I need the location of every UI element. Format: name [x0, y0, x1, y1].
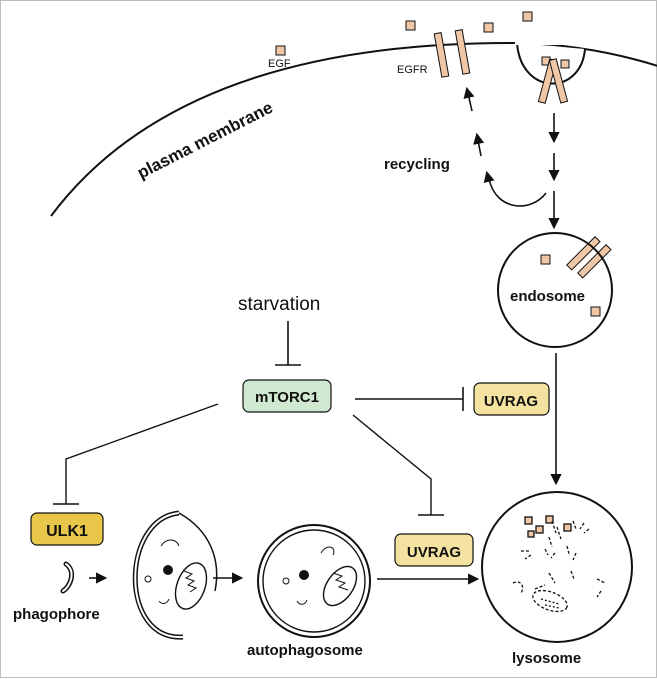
- ulk1-label: ULK1: [46, 523, 88, 540]
- recycling-curve: [488, 178, 547, 207]
- lysosome-label: lysosome: [512, 650, 581, 667]
- egfr-receptor: [433, 32, 450, 78]
- plasma-membrane-curve: [50, 41, 657, 217]
- recycling-arrowhead: [483, 170, 495, 184]
- mtorc1-label: mTORC1: [255, 389, 319, 406]
- egfr-receptor: [577, 244, 612, 279]
- egf-ligand: [483, 22, 494, 33]
- mitochondrion: [174, 562, 208, 610]
- uvrag-top-node: UVRAG: [473, 382, 550, 416]
- lysosome: [481, 491, 633, 643]
- egf-ligand: [560, 59, 570, 69]
- autophagosome: [257, 524, 371, 638]
- autophagosome-label: autophagosome: [247, 642, 363, 659]
- ulk1-node: ULK1: [30, 512, 104, 546]
- mtorc1-node: mTORC1: [242, 379, 332, 413]
- starvation-inhibition: [275, 321, 301, 366]
- endosome: [497, 232, 613, 348]
- recycling-arrow: [473, 132, 485, 157]
- egf-ligand: [522, 11, 533, 22]
- egf-ligand: [275, 45, 286, 56]
- egfr-receptor: [548, 58, 569, 104]
- uvrag-bottom-node: UVRAG: [394, 533, 474, 567]
- forming-autophagosome: [132, 510, 218, 640]
- egfr-label: EGFR: [397, 64, 428, 76]
- uvrag-bottom-box: [394, 533, 474, 567]
- degraded-ligand: [535, 525, 544, 534]
- egf-label: EGF: [268, 58, 291, 70]
- egfr-receptor: [454, 29, 471, 75]
- egf-ligand: [405, 20, 416, 31]
- recycling-label: recycling: [384, 156, 450, 173]
- uvrag-top-box: [473, 382, 550, 416]
- pit-mask: [515, 37, 587, 45]
- ulk1-box: [30, 512, 104, 546]
- egfr-receptor: [566, 236, 601, 271]
- mtorc1-inhibits-uvrag-bottom: [352, 414, 444, 516]
- degraded-ligand: [527, 530, 535, 538]
- plasma-membrane-label: plasma membrane: [134, 98, 276, 183]
- degraded-ligand: [524, 516, 533, 525]
- mtorc1-inhibits-ulk1: [53, 403, 219, 505]
- phagophore-label: phagophore: [13, 606, 100, 623]
- mtorc1-inhibits-uvrag-top: [355, 387, 464, 411]
- mtorc1-box: [242, 379, 332, 413]
- egf-ligand: [540, 254, 551, 265]
- degraded-ligand: [545, 515, 554, 524]
- recycling-arrow: [463, 86, 475, 112]
- uvrag-top-label: UVRAG: [484, 393, 538, 410]
- uvrag-bottom-label: UVRAG: [407, 544, 461, 561]
- egf-ligand: [590, 306, 601, 317]
- endosome-label: endosome: [510, 288, 585, 305]
- egfr-receptors: [433, 29, 612, 279]
- degraded-ligand: [563, 523, 572, 532]
- organelle-dot: [163, 565, 173, 575]
- starvation-label: starvation: [238, 294, 320, 315]
